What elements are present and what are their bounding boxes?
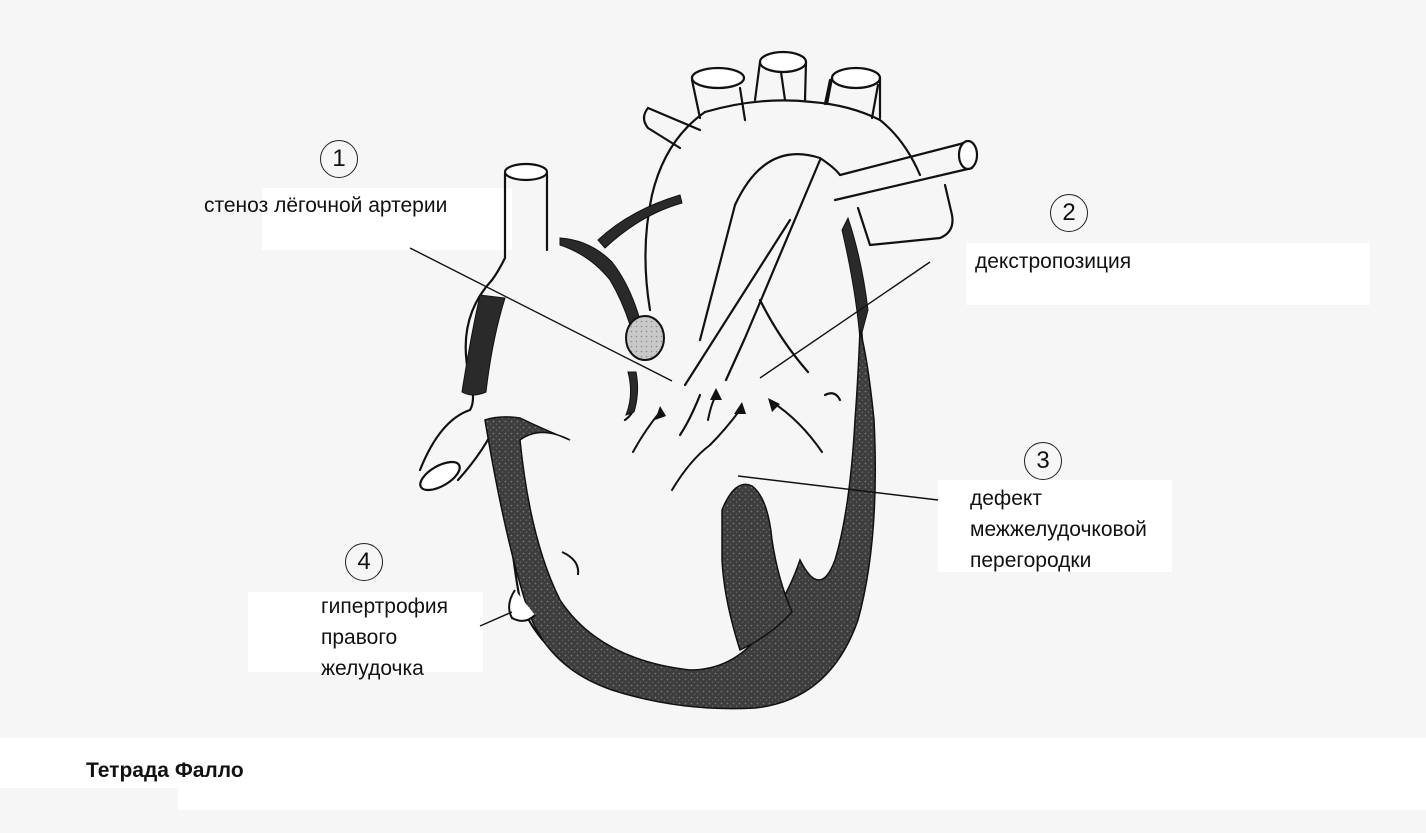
label-patch-title [0,738,1426,788]
callout-label-2: декстропозиция [975,250,1132,273]
pulmonary-stenosis-bulb [625,315,665,361]
label-patch-3 [938,480,1172,572]
figure-title: Тетрада Фалло [86,759,244,782]
leader-line-1 [409,247,673,382]
leader-line-2 [759,261,931,379]
callout-label-3-line-1: дефект [970,487,1042,510]
left-atrium-appendage [856,183,954,247]
interventricular-septum [721,483,793,652]
callout-label-4: гипертрофия правого желудочка [321,591,448,684]
arrow-heads [655,388,780,420]
callout-label-3-line-2: межжелудочковой [970,518,1147,541]
callout-label-3-line-3: перегородки [970,549,1092,572]
leader-lines [409,247,939,627]
superior-vena-cava [490,162,549,282]
callout-number-4: 4 [345,543,383,581]
label-patch-4 [248,592,483,672]
callout-number-1: 1 [320,140,358,178]
aortic-arch [642,50,922,342]
callout-number-3: 3 [1024,442,1062,480]
label-patch-1 [262,188,512,250]
heart-walls [461,194,869,416]
right-ventricle-hypertrophy [484,329,877,710]
leader-line-3 [737,475,939,501]
callout-number-2: 2 [1050,194,1088,232]
callout-label-4-line-2: правого [321,626,398,649]
label-patch-title-strip [178,788,1426,810]
leader-line-4 [479,611,513,627]
callout-label-4-line-1: гипертрофия [321,595,449,618]
callout-label-1: стеноз лёгочной артерии [204,194,448,217]
label-patch-2 [966,243,1370,305]
callout-label-4-line-3: желудочка [321,657,424,680]
pulmonary-artery-branch [833,139,979,202]
heart-outline [418,50,979,705]
callout-label-3: дефект межжелудочковой перегородки [970,483,1147,576]
wall-bump [508,589,536,622]
